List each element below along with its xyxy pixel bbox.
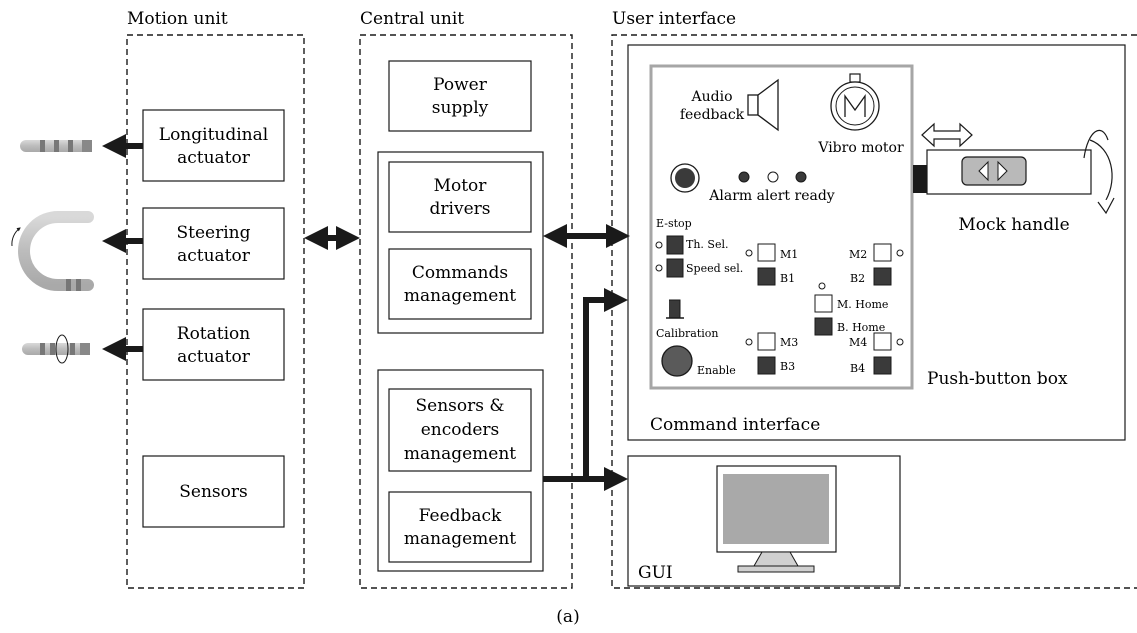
b-home-label: B. Home bbox=[837, 321, 885, 334]
m2-led bbox=[896, 249, 904, 257]
sensors-encoders-label-3: management bbox=[404, 444, 516, 464]
b1-button[interactable] bbox=[757, 267, 776, 286]
b-home-button[interactable] bbox=[814, 317, 833, 336]
rotation-actuator-box: Rotation actuator bbox=[142, 308, 285, 381]
steering-actuator-box: Steering actuator bbox=[142, 207, 285, 280]
commands-management-label-1: Commands bbox=[412, 263, 508, 283]
steering-catheter-icon bbox=[11, 211, 94, 291]
motor-drivers-label-1: Motor bbox=[434, 176, 488, 196]
motion-unit-container bbox=[126, 34, 305, 589]
b4-button[interactable] bbox=[873, 356, 892, 375]
m2-button[interactable] bbox=[873, 243, 892, 262]
rotation-catheter-icon bbox=[22, 334, 90, 364]
power-supply-box: Power supply bbox=[388, 60, 532, 132]
vibro-motor-label: Vibro motor bbox=[817, 140, 904, 156]
mock-handle-icon bbox=[913, 129, 1115, 215]
command-interface-frame bbox=[627, 44, 1126, 441]
power-supply-label-1: Power bbox=[433, 75, 488, 95]
m1-button[interactable] bbox=[757, 243, 776, 262]
double-arrow-icon bbox=[921, 122, 973, 148]
longitudinal-actuator-label-2: actuator bbox=[177, 148, 251, 168]
figure-caption: (a) bbox=[556, 607, 579, 627]
motor-drivers-box: Motor drivers bbox=[388, 161, 532, 233]
m3-button[interactable] bbox=[757, 332, 776, 351]
commands-management-box: Commands management bbox=[388, 248, 532, 320]
m4-button[interactable] bbox=[873, 332, 892, 351]
mock-handle-label: Mock handle bbox=[958, 215, 1069, 235]
ready-led bbox=[795, 171, 807, 183]
audio-feedback-label-2: feedback bbox=[680, 107, 745, 123]
calibration-label: Calibration bbox=[656, 327, 719, 340]
sensors-label: Sensors bbox=[179, 482, 247, 502]
rotation-actuator-label-1: Rotation bbox=[177, 324, 251, 344]
vibro-motor-icon bbox=[830, 73, 880, 131]
m-home-button[interactable] bbox=[814, 294, 833, 313]
feedback-management-label-2: management bbox=[404, 529, 516, 549]
enable-label: Enable bbox=[697, 364, 736, 377]
alert-led bbox=[767, 171, 779, 183]
enable-knob[interactable] bbox=[661, 345, 693, 377]
feedback-management-box: Feedback management bbox=[388, 491, 532, 563]
home-led bbox=[818, 282, 826, 290]
gui-label: GUI bbox=[638, 563, 673, 583]
m4-label: M4 bbox=[849, 336, 867, 349]
feedback-management-label-1: Feedback bbox=[419, 506, 502, 526]
th-sel-switch[interactable] bbox=[666, 235, 684, 255]
command-interface-label: Command interface bbox=[650, 415, 820, 435]
central-unit-container bbox=[359, 34, 573, 589]
speaker-icon bbox=[747, 78, 779, 132]
alarm-alert-ready-label: Alarm alert ready bbox=[708, 188, 835, 204]
m3-led bbox=[745, 338, 753, 346]
calibration-key[interactable] bbox=[669, 299, 681, 319]
gui-frame bbox=[627, 455, 901, 587]
m4-led bbox=[896, 338, 904, 346]
central-unit-title: Central unit bbox=[360, 9, 464, 29]
speed-sel-switch[interactable] bbox=[666, 258, 684, 278]
b2-label: B2 bbox=[850, 272, 865, 285]
monitor-icon bbox=[716, 465, 837, 573]
e-stop-label: E-stop bbox=[656, 217, 692, 230]
m1-led bbox=[745, 249, 753, 257]
e-stop-knob[interactable] bbox=[670, 163, 700, 193]
m2-label: M2 bbox=[849, 248, 867, 261]
sensors-encoders-box: Sensors & encoders management bbox=[388, 388, 532, 472]
th-sel-led bbox=[655, 241, 663, 249]
feedback-to-command-arrow bbox=[543, 288, 628, 482]
longitudinal-actuator-label-1: Longitudinal bbox=[159, 125, 268, 145]
b1-label: B1 bbox=[780, 272, 795, 285]
motion-unit-title: Motion unit bbox=[127, 9, 228, 29]
m-home-label: M. Home bbox=[837, 298, 888, 311]
rotation-actuator-label-2: actuator bbox=[177, 347, 251, 367]
b3-label: B3 bbox=[780, 360, 795, 373]
push-button-box-label: Push-button box bbox=[927, 369, 1068, 389]
sensors-encoders-label-1: Sensors & bbox=[415, 396, 504, 416]
sensors-encoders-label-2: encoders bbox=[421, 420, 500, 440]
power-supply-label-2: supply bbox=[432, 98, 489, 118]
user-interface-title: User interface bbox=[612, 9, 736, 29]
b4-label: B4 bbox=[850, 362, 865, 375]
b2-button[interactable] bbox=[873, 267, 892, 286]
b3-button[interactable] bbox=[757, 356, 776, 375]
m3-label: M3 bbox=[780, 336, 798, 349]
sensors-box: Sensors bbox=[142, 455, 285, 528]
m1-label: M1 bbox=[780, 248, 798, 261]
commands-management-label-2: management bbox=[404, 286, 516, 306]
speed-sel-label: Speed sel. bbox=[686, 262, 743, 275]
longitudinal-catheter-icon bbox=[20, 140, 92, 152]
longitudinal-actuator-box: Longitudinal actuator bbox=[142, 109, 285, 182]
speed-sel-led bbox=[655, 264, 663, 272]
audio-feedback-label-1: Audio bbox=[691, 89, 733, 105]
th-sel-label: Th. Sel. bbox=[686, 238, 728, 251]
steering-actuator-label-1: Steering bbox=[177, 223, 251, 243]
feedback-group bbox=[377, 369, 544, 572]
alarm-led bbox=[738, 171, 750, 183]
steering-actuator-label-2: actuator bbox=[177, 246, 251, 266]
motor-drivers-label-2: drivers bbox=[430, 199, 491, 219]
